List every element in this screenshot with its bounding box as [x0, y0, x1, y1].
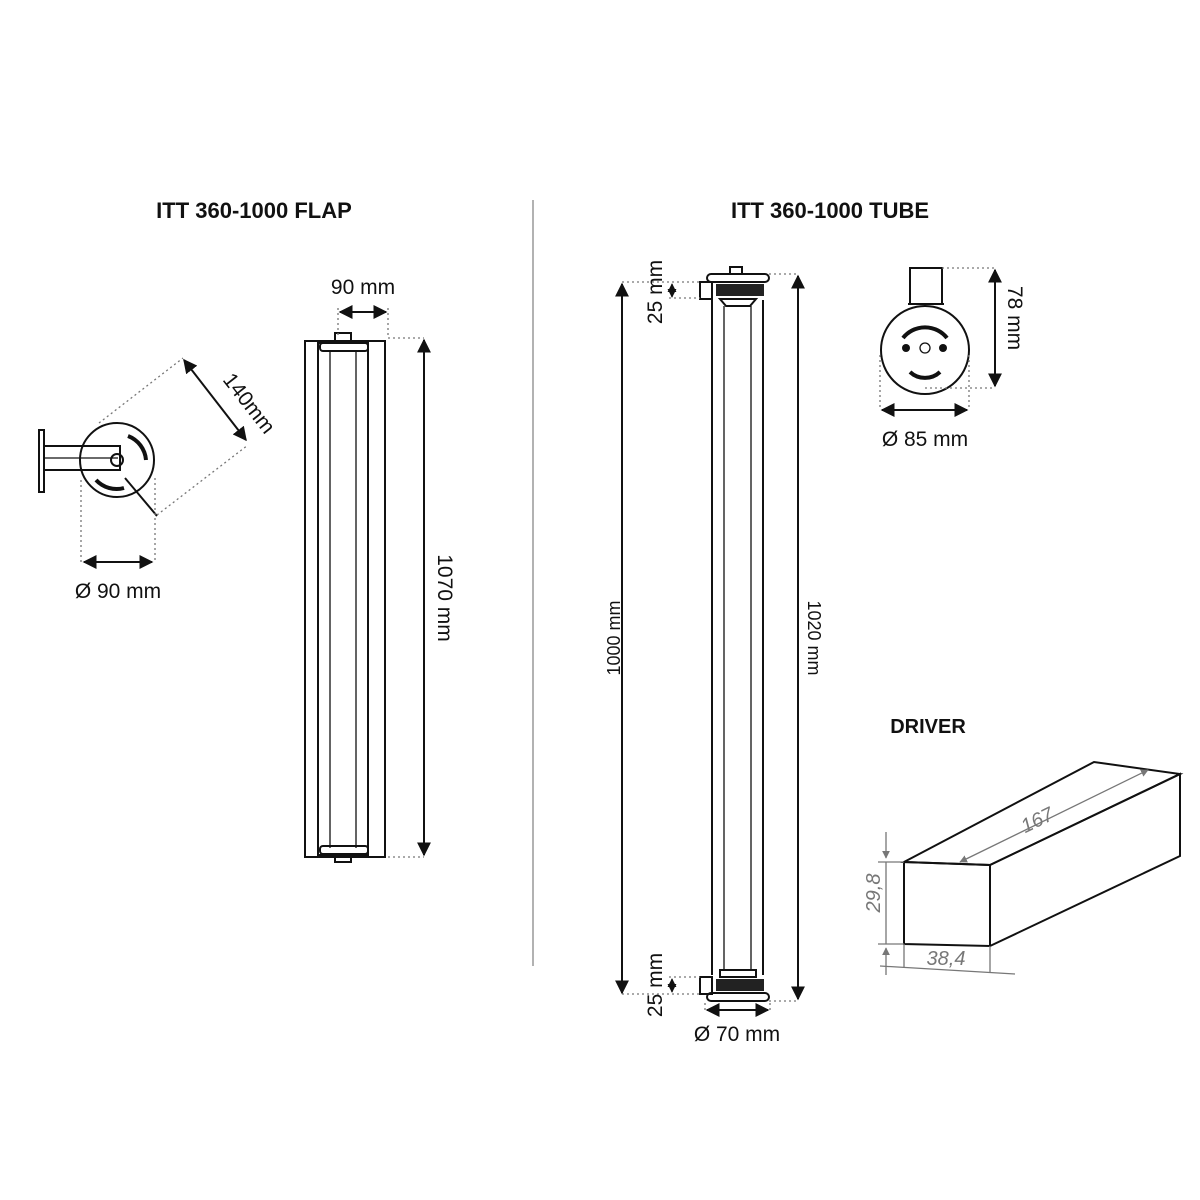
tube-title: ITT 360-1000 TUBE: [731, 198, 929, 223]
tube-cap-bottom-label: 25 mm: [644, 953, 667, 1017]
flap-width-label: 90 mm: [331, 276, 395, 299]
driver-title: DRIVER: [890, 716, 966, 738]
driver-height-label: 29,8: [863, 874, 885, 914]
tube-front-view: 25 mm 25 mm 1000 mm 1020 mm Ø 70 mm: [604, 260, 824, 1046]
flap-front-view: 90 mm 1070 mm: [304, 276, 456, 863]
flap-depth-label: 140mm: [218, 369, 279, 438]
tube-end-height-label: 78 mm: [1003, 286, 1026, 350]
flap-height-label: 1070 mm: [433, 554, 456, 642]
flap-diameter-label: Ø 90 mm: [75, 580, 161, 603]
tube-cap-top-label: 25 mm: [644, 260, 667, 324]
driver-length-label: 167: [1018, 803, 1058, 838]
flap-title: ITT 360-1000 FLAP: [156, 198, 352, 223]
tube-total-length-label: 1020 mm: [804, 600, 824, 675]
driver-width-label: 38,4: [927, 948, 966, 970]
tube-length-label: 1000 mm: [604, 600, 624, 675]
flap-side-view: 140mm Ø 90 mm: [38, 357, 279, 603]
driver-box: 167 29,8 38,4: [863, 760, 1184, 975]
tube-end-view: 78 mm Ø 85 mm: [879, 267, 1026, 451]
tube-diameter-label: Ø 70 mm: [694, 1023, 780, 1046]
tube-end-diameter-label: Ø 85 mm: [882, 428, 968, 451]
